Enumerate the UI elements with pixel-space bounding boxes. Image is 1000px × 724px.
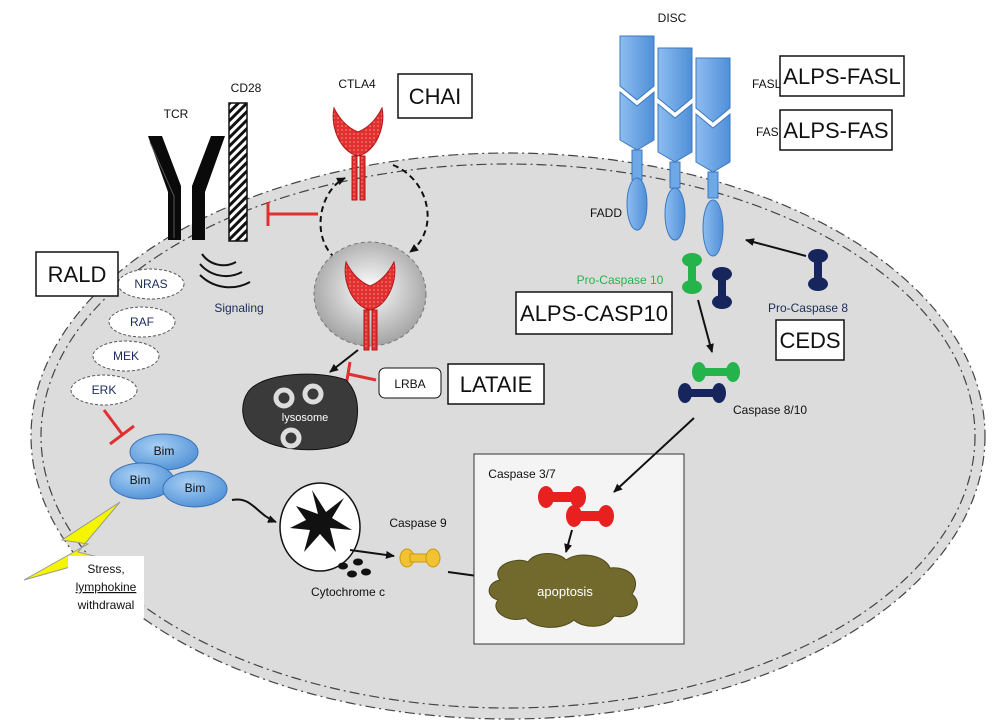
- caspase810-to-caspase37-arrow: [613, 417, 695, 493]
- lrba-label: LRBA: [394, 377, 425, 391]
- ctla4-recycling-loop: [319, 164, 429, 259]
- ctla4-inhibits-cd28: [266, 202, 318, 226]
- mitochondrion: [279, 482, 361, 572]
- stress-lightning-icon: [23, 501, 121, 581]
- alps-fas-label: ALPS-FAS: [783, 118, 888, 143]
- alps-fasl-label: ALPS-FASL: [783, 64, 900, 89]
- mek-node: [92, 340, 160, 372]
- erk-inhibits-bim: [102, 409, 135, 446]
- cd28-label: CD28: [231, 81, 262, 95]
- alps-casp10-label: ALPS-CASP10: [520, 301, 668, 326]
- disease-box-chai: CHAI: [397, 73, 473, 119]
- cytochrome-label: Cytochrome c: [311, 585, 385, 599]
- fadd-label: FADD: [590, 206, 622, 220]
- disease-box-rald: RALD: [35, 251, 119, 297]
- bim-label-1: Bim: [154, 444, 175, 458]
- apoptosis-blob: [488, 553, 638, 628]
- caspase9-dumbbell: [399, 548, 441, 568]
- pro-caspase10-label: Pro-Caspase 10: [577, 273, 664, 287]
- disc-label: DISC: [658, 11, 687, 25]
- ctla4-label: CTLA4: [338, 77, 376, 91]
- erk-label: ERK: [92, 383, 117, 397]
- fas-receptor-1: [619, 35, 655, 231]
- disease-box-alps-fasl: ALPS-FASL: [779, 55, 905, 97]
- stress-box: [68, 556, 144, 618]
- ctla4-surface: [332, 106, 384, 201]
- bim-cluster: [109, 433, 228, 508]
- caspase810-label: Caspase 8/10: [733, 403, 807, 417]
- caspase810-dumbbells: [678, 362, 740, 403]
- disc-to-caspase810-arrow: [697, 299, 714, 353]
- pro-caspase8-dumbbell-free: [808, 249, 828, 291]
- vesicle-to-lysosome-arrow: [329, 349, 359, 373]
- fas-receptor-2: [657, 47, 693, 241]
- pro-caspase8-dumbbell-bound: [712, 267, 732, 309]
- ras-pathway: [70, 268, 185, 406]
- disease-box-lataie: LATAIE: [447, 363, 545, 405]
- cell-membrane: [30, 152, 986, 720]
- disease-box-alps-fas: ALPS-FAS: [779, 109, 893, 151]
- nras-label: NRAS: [134, 277, 167, 291]
- ctla4-vesicle: [313, 241, 427, 351]
- raf-node: [108, 306, 176, 338]
- fas-receptor-3: [695, 57, 731, 257]
- fas-label: FAS: [756, 125, 779, 139]
- stress-line-1: Stress,: [87, 562, 124, 576]
- cytochrome-to-caspase9-arrow: [349, 549, 395, 559]
- apoptosis-label: apoptosis: [537, 584, 593, 599]
- mek-label: MEK: [113, 349, 139, 363]
- lataie-label: LATAIE: [460, 372, 533, 397]
- lysosome-label: lysosome: [282, 412, 328, 424]
- caspase37-dumbbells: [538, 486, 614, 527]
- disease-box-alps-casp10: ALPS-CASP10: [515, 291, 673, 335]
- disease-box-ceds: CEDS: [775, 319, 845, 361]
- signaling-arcs: [199, 253, 251, 289]
- cd28-receptor: [228, 102, 248, 242]
- stress-line-3: withdrawal: [77, 598, 135, 612]
- caspase37-to-apoptosis-arrow: [564, 529, 573, 553]
- tcr-receptor: [148, 136, 225, 240]
- pro-caspase8-label: Pro-Caspase 8: [768, 301, 848, 315]
- bim-label-3: Bim: [185, 481, 206, 495]
- fas-receptor-trimer: [619, 35, 731, 257]
- fasl-label: FASL: [752, 77, 782, 91]
- lysosome: [242, 373, 359, 451]
- signaling-label: Signaling: [214, 301, 263, 315]
- pro-caspase8-to-disc-arrow: [745, 238, 807, 257]
- rald-label: RALD: [48, 262, 107, 287]
- ceds-label: CEDS: [779, 328, 840, 353]
- caspase37-label: Caspase 3/7: [488, 467, 556, 481]
- caspase9-label: Caspase 9: [389, 516, 447, 530]
- erk-node: [70, 374, 138, 406]
- stress-line-2: lymphokine: [76, 580, 137, 594]
- bim-to-mitochondrion-arrow: [231, 498, 277, 523]
- raf-label: RAF: [130, 315, 154, 329]
- chai-label: CHAI: [409, 84, 462, 109]
- cytochrome-c-dots: [338, 558, 371, 578]
- tcr-label: TCR: [164, 107, 189, 121]
- lrba-box: [378, 367, 442, 399]
- bim-label-2: Bim: [130, 473, 151, 487]
- pro-caspase10-dumbbell: [682, 253, 702, 294]
